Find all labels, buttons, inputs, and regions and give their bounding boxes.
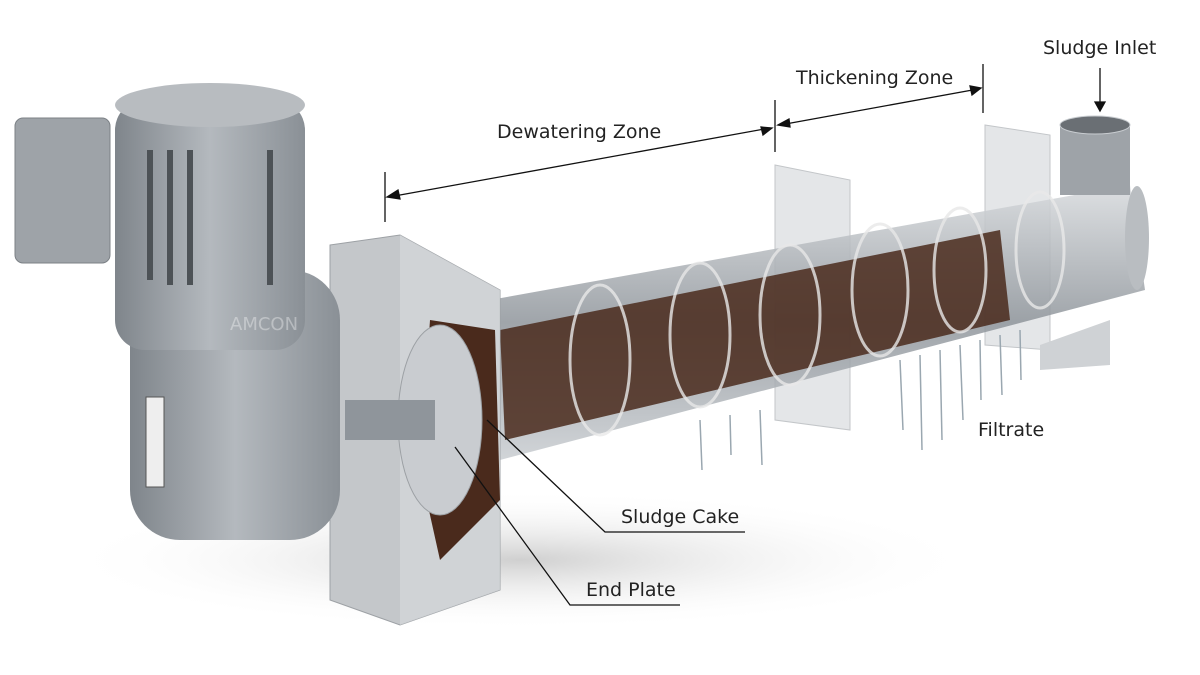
end-plate-label: End Plate (586, 579, 676, 601)
shaft (345, 400, 435, 440)
filtrate-label: Filtrate (978, 419, 1045, 441)
tube-end (1125, 186, 1149, 290)
watermark: AMCON (230, 314, 298, 335)
terminal-box (14, 117, 111, 264)
sludge-cake-label: Sludge Cake (621, 506, 740, 528)
dewatering-dimension (388, 127, 771, 198)
screw-flights (568, 190, 1066, 437)
dewatering-zone-label: Dewatering Zone (497, 121, 662, 143)
thickening-zone-label: Thickening Zone (796, 67, 954, 89)
end-plate-leader (454, 446, 680, 606)
nameplate (145, 396, 165, 488)
support-foot (1040, 320, 1110, 370)
sludge-cake-leader (486, 419, 745, 533)
sludge-inlet-label: Sludge Inlet (1043, 37, 1157, 59)
annotation-lines (384, 64, 1107, 606)
filtrate-drops (699, 329, 1022, 471)
cooling-fins (147, 150, 273, 285)
thickening-dimension (779, 88, 979, 126)
motor (115, 100, 305, 350)
sludge-inlet-pipe (1060, 125, 1130, 195)
